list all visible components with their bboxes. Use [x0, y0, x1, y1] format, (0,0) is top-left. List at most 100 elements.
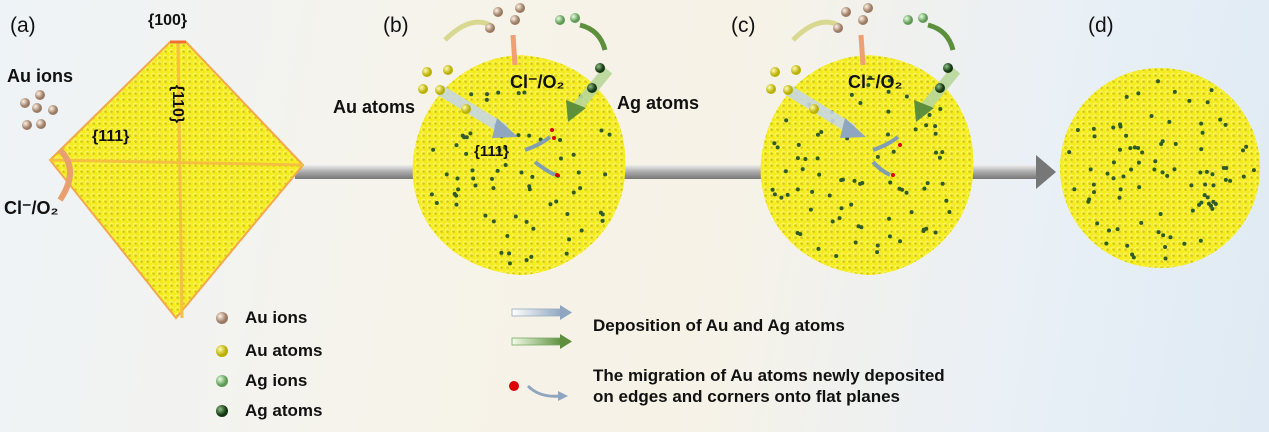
- ag-atom-dot: [491, 186, 496, 191]
- ag-atom-dot: [565, 212, 570, 217]
- ag-atom-dot: [1156, 79, 1161, 84]
- ag-atom-dot: [600, 218, 605, 223]
- ag-atom-dot: [527, 133, 532, 138]
- ag-atom-dot: [891, 149, 896, 154]
- ag-atom-dot: [1240, 148, 1245, 153]
- ag-atom-dot: [1202, 193, 1207, 198]
- ag-atom-dot: [1160, 170, 1165, 175]
- ag-atom-dot: [1172, 89, 1177, 94]
- ag-atom-dot: [853, 240, 858, 245]
- ag-atom-dot: [1124, 133, 1129, 138]
- ag-atom-dot: [1152, 167, 1157, 172]
- floating-atoms: [418, 3, 953, 114]
- ag-atom-dot: [1118, 147, 1123, 152]
- ag-atom-dot: [454, 202, 459, 207]
- ag-ion-symbol: [216, 375, 228, 387]
- ag-atom-dot: [897, 186, 902, 191]
- ag-atom-dot: [1200, 130, 1205, 135]
- ag-atom-dot: [505, 233, 510, 238]
- ag-atom-dot: [491, 219, 496, 224]
- facet-110-label: {110}: [169, 84, 187, 124]
- ag-atom-dot: [499, 250, 504, 255]
- ag-atom-dot: [1153, 159, 1158, 164]
- ag-atom-dot: [772, 141, 777, 146]
- ag-atom-dot: [800, 167, 805, 172]
- ag-atom-dot: [469, 92, 474, 97]
- ag-atom-dot: [1228, 178, 1233, 183]
- ag-atom-dot: [519, 170, 524, 175]
- ag-atom-dot: [471, 176, 476, 181]
- ag-atom-dot: [933, 131, 938, 136]
- ag-atom-dot: [1105, 171, 1110, 176]
- ag-atom-dot: [1091, 126, 1096, 131]
- ag-atom-dot: [938, 106, 943, 111]
- ag-atom-dot: [810, 189, 815, 194]
- legend-au-ions: Au ions: [245, 308, 308, 327]
- ag-atom-dot: [924, 123, 929, 128]
- ag-atom-dot: [808, 207, 813, 212]
- ag-atom-dot: [1205, 195, 1210, 200]
- ag-atom-dot: [527, 184, 532, 189]
- ag-atom-dot: [1118, 122, 1123, 127]
- ag-atom-dot: [579, 228, 584, 233]
- legend-migration-line2: on edges and corners onto flat planes: [593, 387, 900, 406]
- ag-atom-dot: [849, 202, 854, 207]
- ag-atom-dot: [886, 109, 891, 114]
- legend-deposition: Deposition of Au and Ag atoms: [593, 316, 845, 335]
- ag-atom-dot: [1118, 187, 1123, 192]
- ag-atom-dot: [815, 156, 820, 161]
- ag-atom-dot: [815, 132, 820, 137]
- ag-atom-dot: [578, 186, 583, 191]
- ag-atom-dot: [1210, 172, 1215, 177]
- ag-atom-dot: [513, 214, 518, 219]
- ag-atom-dot: [558, 156, 563, 161]
- ag-atom-dot: [1208, 203, 1213, 208]
- ag-atom-dot: [1203, 182, 1208, 187]
- ag-atom-dot: [1198, 238, 1203, 243]
- ag-atom-dot: [1167, 119, 1172, 124]
- ag-atom-dot: [887, 234, 892, 239]
- ag-atom-dot: [1168, 235, 1173, 240]
- ag-atom-dot: [913, 127, 918, 132]
- ag-atom-dot: [1221, 166, 1226, 171]
- ag-atom-dot: [937, 155, 942, 160]
- ag-atom-dot: [796, 142, 801, 147]
- ag-atom-dot: [503, 162, 508, 167]
- ag-atom-dot: [875, 250, 880, 255]
- ag-atom-dot: [775, 145, 780, 150]
- ag-atom-dot: [524, 258, 529, 263]
- ag-atom-dot: [527, 187, 532, 192]
- ag-atom-dot: [770, 187, 775, 192]
- ag-atom-dot: [1158, 211, 1163, 216]
- ag-atom-dot: [1129, 167, 1134, 172]
- ag-atom-dot: [497, 148, 502, 153]
- ag-atom-dot: [1182, 241, 1187, 246]
- ag-atom-dot: [1131, 255, 1136, 260]
- ag-atom-dot: [1136, 145, 1141, 150]
- cl-o2-label-a: Cl⁻/O₂: [4, 198, 59, 218]
- particle-d: [1060, 68, 1260, 268]
- ag-atom-dot: [1132, 145, 1137, 150]
- ag-atom-dot: [1223, 177, 1228, 182]
- ag-atom-dot: [1199, 200, 1204, 205]
- ag-atom-dot: [1160, 139, 1165, 144]
- ag-atom-dot: [1111, 176, 1116, 181]
- ag-atom-dot: [1117, 195, 1122, 200]
- ag-atom-dot: [1111, 125, 1116, 130]
- ag-atom-dot: [1209, 88, 1214, 93]
- ag-atom-dot: [516, 91, 521, 96]
- ag-atom-dot: [795, 156, 800, 161]
- ag-atom-dot: [1067, 150, 1072, 155]
- ag-atom-dot: [940, 150, 945, 155]
- au-atom-symbol: [216, 345, 228, 357]
- ag-atom-dot: [858, 101, 863, 106]
- ag-atom-dot: [1072, 187, 1077, 192]
- ag-atom-dot: [530, 174, 535, 179]
- ag-atom-dot: [434, 200, 439, 205]
- ag-atom-dot: [548, 202, 553, 207]
- ag-atom-dot: [567, 237, 572, 242]
- panel-label-c: (c): [731, 14, 756, 37]
- ag-atom-dot: [1198, 170, 1203, 175]
